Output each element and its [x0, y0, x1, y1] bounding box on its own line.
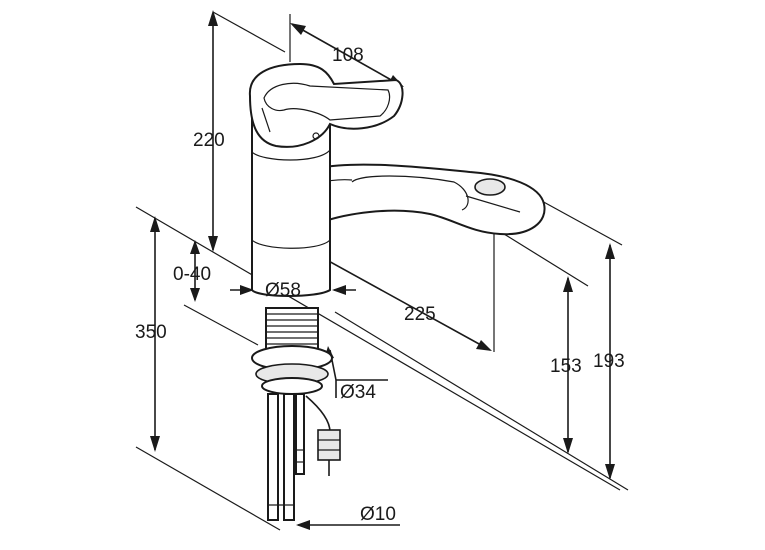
- dim-hose-length: 350: [135, 322, 167, 343]
- dim-body-diameter: Ø58: [265, 280, 301, 301]
- dim-mount-hole-diameter: Ø34: [340, 382, 376, 403]
- dim-panel-thickness: 0-40: [173, 264, 212, 285]
- dim-total-height: 220: [193, 130, 225, 151]
- mounting-hardware: [251, 307, 341, 521]
- dim-supply-diameter: Ø10: [360, 504, 396, 525]
- dim-spout-height: 193: [593, 351, 625, 372]
- faucet-body: [248, 62, 546, 297]
- extension-lines: [135, 11, 629, 531]
- dim-spout-reach: 225: [404, 304, 436, 325]
- dim-outlet-height: 153: [550, 356, 582, 377]
- dim-spout-reach-top: 108: [332, 45, 364, 66]
